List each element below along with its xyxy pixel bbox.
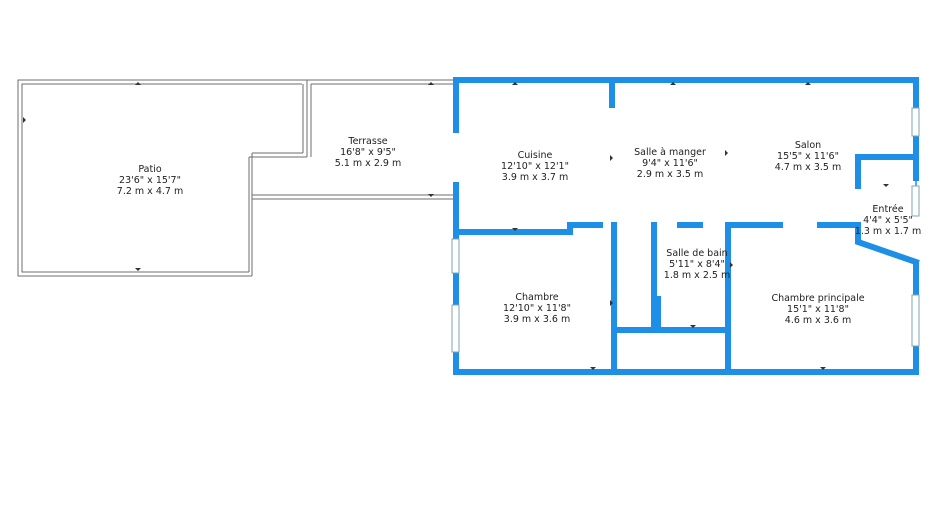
label-salle-a-manger: Salle à manger 9'4" x 11'6" 2.9 m x 3.5 … <box>634 147 706 180</box>
room-dim-imperial: 12'10" x 12'1" <box>501 161 569 172</box>
tick <box>883 184 889 187</box>
room-dim-imperial: 9'4" x 11'6" <box>642 158 698 169</box>
room-dim-metric: 5.1 m x 2.9 m <box>335 158 401 169</box>
wall-entree-top <box>855 154 919 189</box>
room-dim-metric: 2.9 m x 3.5 m <box>637 169 703 180</box>
room-dim-imperial: 12'10" x 11'8" <box>503 303 571 314</box>
bath-closet-block <box>651 296 661 330</box>
tick <box>610 155 613 161</box>
patio-outline-outer <box>17 79 307 277</box>
patio-outline-inner <box>21 83 302 273</box>
tick <box>512 82 518 85</box>
tick <box>610 300 613 306</box>
room-dim-metric: 3.9 m x 3.7 m <box>502 172 568 183</box>
wall-entree-bottom <box>855 222 920 266</box>
label-chambre-principale: Chambre principale 15'1" x 11'8" 4.6 m x… <box>771 293 864 326</box>
tick <box>428 194 434 197</box>
wall-bottom <box>453 343 919 375</box>
label-terrasse: Terrasse 16'8" x 9'5" 5.1 m x 2.9 m <box>335 136 401 169</box>
room-dim-metric: 1.3 m x 1.7 m <box>855 226 921 237</box>
thin-lines <box>613 178 917 372</box>
room-dim-imperial: 16'8" x 9'5" <box>340 147 396 158</box>
label-patio: Patio 23'6" x 15'7" 7.2 m x 4.7 m <box>117 164 183 197</box>
tick <box>725 150 728 156</box>
tick <box>23 117 26 123</box>
wall-top-left <box>453 77 615 133</box>
dimension-ticks <box>23 82 889 370</box>
interior-walls <box>453 77 920 375</box>
tick <box>730 262 733 268</box>
room-name: Salon <box>795 140 821 151</box>
window-entree <box>911 185 920 217</box>
room-dim-imperial: 15'5" x 11'6" <box>777 151 839 162</box>
room-name: Cuisine <box>518 150 553 161</box>
room-name: Terrasse <box>347 136 387 147</box>
room-name: Salle à manger <box>634 147 706 158</box>
label-entree: Entrée 4'4" x 5'5" 1.3 m x 1.7 m <box>855 204 921 237</box>
label-cuisine: Cuisine 12'10" x 12'1" 3.9 m x 3.7 m <box>501 150 569 183</box>
room-name: Chambre principale <box>771 293 864 304</box>
room-dim-metric: 7.2 m x 4.7 m <box>117 186 183 197</box>
tick <box>428 82 434 85</box>
window-salon <box>911 107 920 137</box>
window-chambre-top <box>451 238 460 274</box>
room-dim-imperial: 5'11" x 8'4" <box>669 259 725 270</box>
wall-cuisine-bottom <box>453 222 603 235</box>
room-dim-metric: 1.8 m x 2.5 m <box>664 270 730 281</box>
label-chambre: Chambre 12'10" x 11'8" 3.9 m x 3.6 m <box>503 292 571 325</box>
room-name: Patio <box>138 164 161 175</box>
label-salle-de-bain: Salle de bain 5'11" x 8'4" 1.8 m x 2.5 m <box>664 248 730 281</box>
room-name: Salle de bain <box>666 248 727 259</box>
room-dim-metric: 3.9 m x 3.6 m <box>504 314 570 325</box>
tick <box>820 367 826 370</box>
patio-area <box>17 79 308 277</box>
tick <box>805 82 811 85</box>
room-dim-imperial: 15'1" x 11'8" <box>787 304 849 315</box>
window-chambre-principale <box>911 294 920 347</box>
windows <box>451 107 920 353</box>
tick <box>590 367 596 370</box>
room-name: Chambre <box>515 292 558 303</box>
tick <box>690 325 696 328</box>
room-dim-imperial: 4'4" x 5'5" <box>863 215 913 226</box>
label-salon: Salon 15'5" x 11'6" 4.7 m x 3.5 m <box>775 140 841 173</box>
room-name: Entrée <box>872 204 903 215</box>
tick <box>670 82 676 85</box>
tick <box>512 228 518 231</box>
room-dim-imperial: 23'6" x 15'7" <box>119 175 181 186</box>
tick <box>135 268 141 271</box>
room-dim-metric: 4.6 m x 3.6 m <box>785 315 851 326</box>
room-dim-metric: 4.7 m x 3.5 m <box>775 162 841 173</box>
window-chambre-bottom <box>451 304 460 353</box>
tick <box>135 82 141 85</box>
